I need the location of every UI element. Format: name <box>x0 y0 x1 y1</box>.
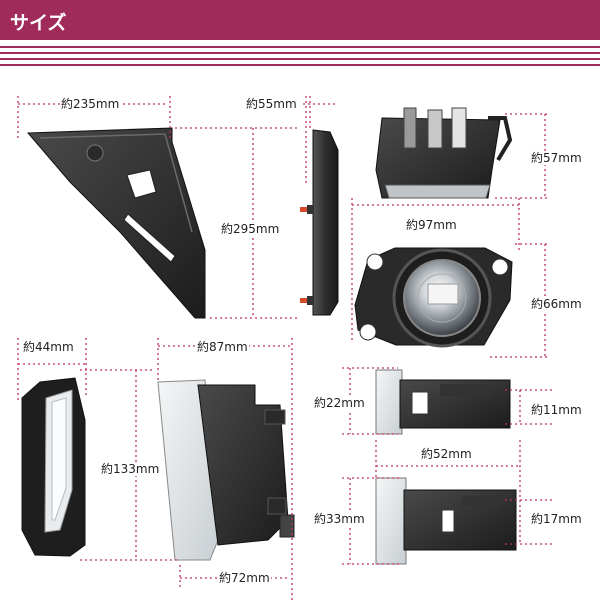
dimension-label-87: 約87mm <box>196 340 249 354</box>
connector-upper <box>375 369 511 435</box>
dimension-label-55: 約55mm <box>245 97 298 111</box>
drl-bezel-front <box>21 377 86 557</box>
bezel-triangle-side <box>300 129 339 316</box>
dimension-label-17: 約17mm <box>530 512 583 526</box>
connector-lower <box>375 477 517 565</box>
dimension-label-57: 約57mm <box>530 151 583 165</box>
dimension-label-295: 約295mm <box>220 222 281 236</box>
dimension-label-22: 約22mm <box>313 396 366 410</box>
dimension-label-133: 約133mm <box>100 462 161 476</box>
header-stripe <box>0 58 600 60</box>
dimension-label-52: 約52mm <box>420 447 473 461</box>
foglamp-side <box>375 107 513 199</box>
dimension-label-66: 約66mm <box>530 297 583 311</box>
foglamp-front <box>354 247 513 348</box>
dimension-lines <box>17 96 555 600</box>
drl-bezel-side <box>157 379 295 561</box>
header-stripe <box>0 46 600 48</box>
dimension-label-97: 約97mm <box>405 218 458 232</box>
dimension-label-11: 約11mm <box>530 403 583 417</box>
header-bar: サイズ <box>0 0 600 40</box>
dimension-label-33: 約33mm <box>313 512 366 526</box>
page-title: サイズ <box>10 12 67 34</box>
header-stripe <box>0 52 600 54</box>
bezel-triangle-front <box>26 127 206 319</box>
dimension-label-44: 約44mm <box>22 340 75 354</box>
dimension-label-235: 約235mm <box>60 97 121 111</box>
header-stripe <box>0 64 600 66</box>
dimension-label-72: 約72mm <box>218 571 271 585</box>
